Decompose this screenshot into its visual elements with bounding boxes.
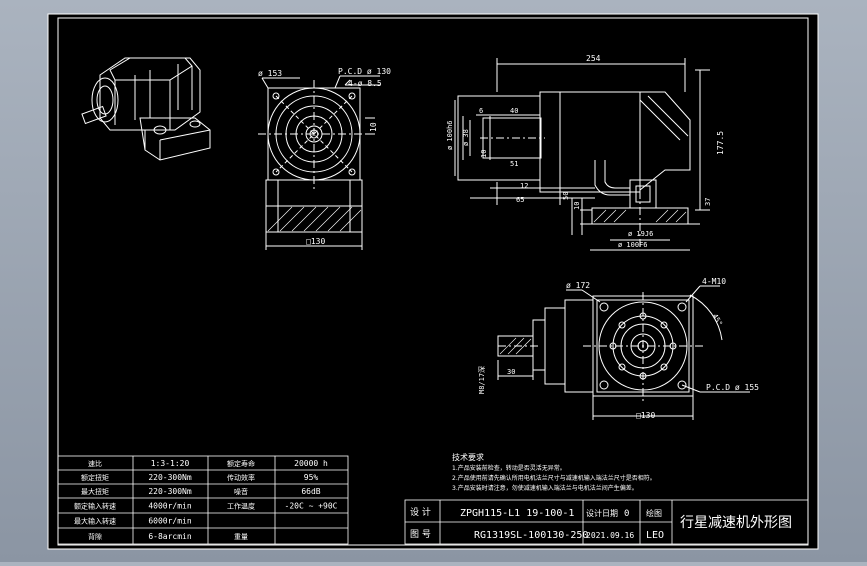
notes-line-2: 2.产品使用前请先确认所用电机法兰尺寸与减速机输入端法兰尺寸是否相符。 (452, 474, 656, 482)
spec-cell: 95% (304, 473, 319, 482)
spec-cell: 噪音 (234, 487, 248, 496)
notes-line-3: 3.产品安装时请注意，勿使减速机输入端法兰与电机法兰间产生偏差。 (452, 484, 638, 492)
spec-cell: 工作温度 (227, 502, 255, 511)
side-d10: 10 (480, 150, 488, 158)
spec-cell: 传动效率 (227, 473, 255, 482)
bottom-d30: 30 (507, 368, 515, 376)
front-view (258, 75, 380, 250)
front-base-hatch (267, 206, 362, 232)
tb-model-2: RG1319SL-100130-250 (474, 530, 588, 541)
tb-model-1: ZPGH115-L1 19-100-1 (460, 508, 574, 519)
title-block (404, 499, 809, 545)
bottom-shaft-hatch (499, 337, 532, 355)
side-dia-38: ø 38 (462, 129, 470, 146)
spec-cell: 背隙 (88, 532, 102, 541)
side-dia-100f6: ø 100F6 (618, 241, 648, 249)
side-d51: 51 (510, 160, 518, 168)
spec-cell: 最大扭矩 (81, 487, 109, 496)
spec-cell: 6000r/min (148, 517, 192, 526)
spec-cell: 额定扭矩 (81, 473, 109, 482)
spec-cell: 66dB (301, 487, 320, 496)
spec-cell: 220-300Nm (148, 487, 192, 496)
side-len-254: 254 (586, 54, 601, 63)
tb-label-drawing-no: 图 号 (410, 529, 431, 540)
tb-label-design: 设 计 (410, 506, 431, 518)
tb-title: 行星减速机外形图 (680, 515, 792, 531)
bottom-view (497, 285, 750, 420)
bottom-m8: M8/17深 (477, 366, 486, 394)
spec-cell: 4000r/min (148, 502, 192, 511)
side-d40: 40 (510, 107, 518, 115)
tech-notes: 技术要求 1.产品安装前检查，转动是否灵活无异常。 2.产品使用前请先确认所用电… (452, 452, 656, 492)
spec-cell: 最大输入转速 (74, 517, 116, 526)
side-dia-19j6: ø 19J6 (628, 230, 653, 238)
front-square-130: □130 (306, 237, 325, 246)
side-d10b: 10 (573, 202, 581, 210)
front-pcd-130: P.C.D ø 130 (338, 67, 391, 76)
tb-seq-value: 0 (624, 509, 629, 519)
side-d6: 6 (479, 107, 483, 115)
spec-cell: 1:3-1:20 (151, 459, 190, 468)
spec-cell: -20C ~ +90C (285, 502, 338, 511)
side-d65: 65 (516, 196, 524, 204)
tb-drawn-value: LEO (646, 530, 664, 541)
side-hatch (593, 209, 687, 223)
spec-cell: 速比 (88, 459, 102, 468)
drawing-sheet (47, 13, 819, 550)
spec-cell: 6-8arcmin (148, 532, 192, 541)
tb-drawn-label: 绘图 (646, 508, 662, 518)
side-dia-100h6: ø 100h6 (446, 120, 454, 150)
bottom-square-130: □130 (636, 411, 655, 420)
drawing-border (57, 17, 809, 546)
side-d50: 50 (562, 192, 570, 200)
side-d1775: 177.5 (716, 131, 725, 155)
spec-cell: 额定寿命 (227, 459, 255, 468)
front-dia-153: ø 153 (258, 69, 282, 78)
notes-title: 技术要求 (452, 452, 484, 462)
iso-view (81, 57, 211, 161)
spec-cell: 20000 h (294, 459, 328, 468)
spec-cell: 重量 (234, 533, 248, 541)
spec-table-cells: 速比 1:3-1:20 额定寿命 20000 h 额定扭矩 220-300Nm 传动效率 95… (74, 459, 338, 541)
spec-table (57, 455, 349, 545)
front-holes: 4-ø 8.5 (348, 79, 382, 88)
bottom-holes-4m10: 4-M10 (702, 277, 726, 286)
notes-line-1: 1.产品安装前检查，转动是否灵活无异常。 (452, 464, 566, 472)
side-view (454, 58, 710, 251)
side-d37: 37 (704, 198, 712, 206)
bottom-dia-172: ø 172 (566, 281, 590, 290)
spec-cell: 220-300Nm (148, 473, 192, 482)
spec-cell: 额定输入转速 (74, 502, 116, 511)
front-dim-10: 10 (369, 122, 378, 132)
tb-date-label: 设计日期 (586, 508, 618, 518)
bottom-pcd-155: P.C.D ø 155 (706, 383, 759, 392)
side-d12: 12 (520, 182, 528, 190)
tb-date-value: 2021.09.16 (586, 531, 634, 540)
